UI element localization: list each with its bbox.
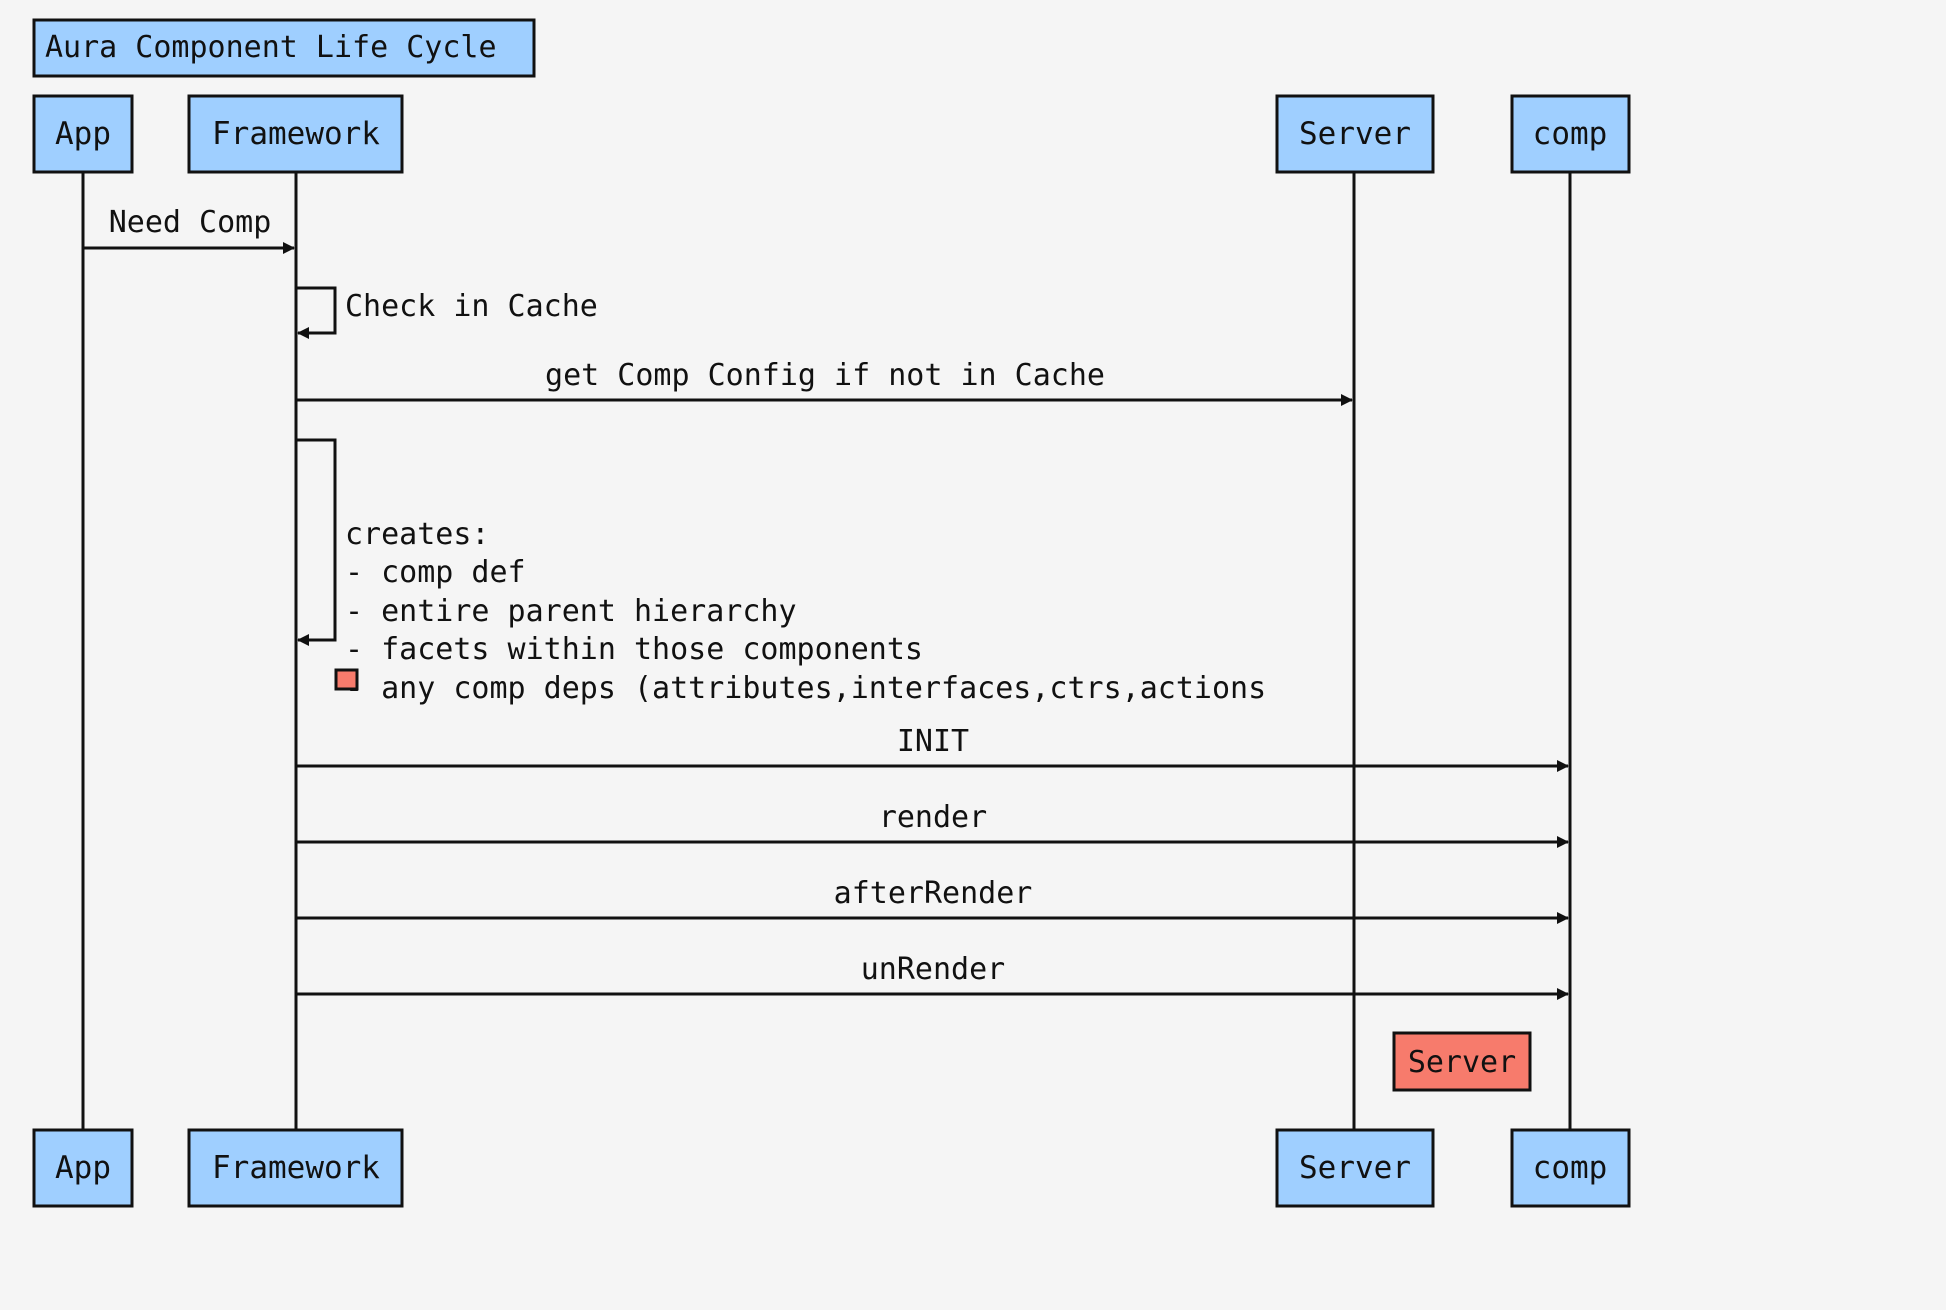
participant-comp-top <box>1510 94 1631 174</box>
participant-framework-top-label: Framework <box>212 116 380 152</box>
creates-line-4: - facets within those components <box>345 632 923 667</box>
creates-line-3: - entire parent hierarchy <box>345 594 797 629</box>
participant-framework-bottom-label: Framework <box>212 1150 380 1186</box>
participant-framework-bottom <box>187 1128 404 1208</box>
self-message-arrow-check-cache <box>296 286 337 339</box>
message-label-render: render <box>879 800 987 835</box>
participant-comp-bottom <box>1510 1128 1631 1208</box>
message-label-init: INIT <box>897 724 969 759</box>
participant-app-top-label: App <box>55 116 111 152</box>
message-label-need-comp: Need Comp <box>109 205 272 240</box>
note-marker <box>334 668 359 691</box>
floating-server-box <box>1392 1031 1532 1092</box>
message-label-unrender: unRender <box>861 952 1006 987</box>
participant-comp-top-label: comp <box>1533 116 1608 152</box>
participant-server-bottom <box>1275 1128 1435 1208</box>
title-box <box>32 18 536 78</box>
participant-comp-bottom-label: comp <box>1533 1150 1608 1186</box>
participant-framework-top <box>187 94 404 174</box>
floating-server-label: Server <box>1408 1045 1516 1080</box>
message-label-get-config: get Comp Config if not in Cache <box>545 358 1105 393</box>
diagram-title: Aura Component Life Cycle <box>45 30 497 65</box>
creates-line-5: - any comp deps (attributes,interfaces,c… <box>345 671 1266 706</box>
participant-server-bottom-label: Server <box>1299 1150 1411 1186</box>
creates-line-1: creates: <box>345 517 490 552</box>
creates-line-2: - comp def <box>345 555 526 590</box>
participant-app-bottom-label: App <box>55 1150 111 1186</box>
participant-app-bottom <box>32 1128 134 1208</box>
self-message-arrow-creates <box>296 438 337 646</box>
participant-server-top <box>1275 94 1435 174</box>
participant-server-top-label: Server <box>1299 116 1411 152</box>
participant-app-top <box>32 94 134 174</box>
message-label-after-render: afterRender <box>834 876 1033 911</box>
message-label-check-cache: Check in Cache <box>345 289 598 324</box>
